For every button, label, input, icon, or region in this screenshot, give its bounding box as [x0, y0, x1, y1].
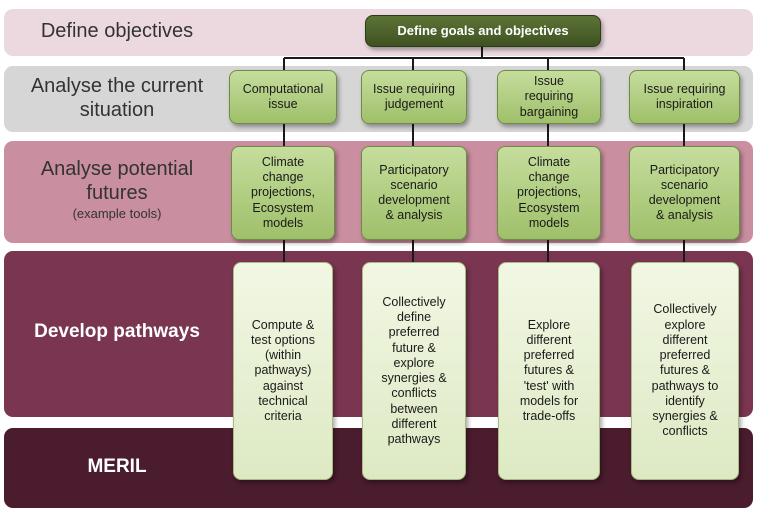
pathway-box-collectively-define: Collectively define preferred future & e… [362, 262, 466, 480]
box-line: future & [392, 340, 436, 355]
box-line: Ecosystem [518, 200, 580, 215]
row-label-develop-pathways: Develop pathways [34, 321, 200, 342]
box-line: futures & [659, 363, 711, 378]
tool-box-participatory-1: Participatory scenario development & ana… [361, 146, 467, 240]
box-line: Computational [242, 81, 324, 96]
row-label-analyse-futures: Analyse potential futures (example tools… [10, 157, 224, 222]
box-line: preferred [659, 348, 711, 363]
box-line: development [648, 193, 721, 207]
box-line: synergies & [381, 371, 447, 385]
box-line: trade-offs [522, 409, 576, 424]
box-line: preferred [388, 325, 440, 340]
row-label-meril: MERIL [87, 456, 147, 477]
box-line: test options [251, 332, 315, 347]
box-line: different [391, 416, 437, 431]
box-line: pathways) [254, 363, 312, 378]
box-line: pathways [387, 432, 441, 446]
box-line: judgement [384, 97, 444, 111]
box-line: conflicts [662, 424, 708, 439]
box-line: Collectively [382, 294, 446, 309]
box-line: 'test' with [523, 378, 575, 393]
box-line: criteria [264, 409, 302, 424]
box-line: different [662, 332, 708, 347]
box-line: explore [664, 317, 706, 332]
box-line: Collectively [653, 302, 717, 317]
box-line: explore [393, 355, 435, 370]
box-line: Participatory [379, 162, 449, 177]
issue-box-bargaining: Issue requiring bargaining [497, 70, 601, 124]
box-line: change [262, 170, 304, 185]
box-line: scenario [660, 177, 709, 192]
box-line: Ecosystem [252, 200, 314, 215]
box-line: & analysis [656, 208, 713, 223]
row-label-analyse-current: Analyse the current situation [10, 74, 224, 122]
box-line: requiring [524, 89, 574, 104]
define-goals-box: Define goals and objectives [365, 15, 601, 47]
box-line: Climate [527, 154, 571, 169]
box-line: issue [268, 97, 298, 111]
issue-box-computational: Computational issue [229, 70, 337, 124]
box-line: Climate [261, 154, 305, 169]
box-line: different [526, 332, 572, 347]
row-sublabel: (example tools) [72, 206, 162, 221]
box-line: models for [519, 393, 579, 408]
row-label-line: futures [86, 182, 148, 204]
box-line: Issue requiring [373, 81, 455, 96]
pathway-box-collectively-explore: Collectively explore different preferred… [631, 262, 739, 480]
pathway-box-compute-test: Compute & test options (within pathways)… [233, 262, 333, 480]
box-line: against [262, 378, 304, 393]
box-line: inspiration [656, 97, 713, 111]
box-line: development [378, 193, 450, 207]
tool-box-climate-models-2: Climate change projections, Ecosystem mo… [497, 146, 601, 240]
pathway-box-explore-test: Explore different preferred futures & 't… [498, 262, 600, 480]
row-label-line: situation [79, 99, 155, 121]
box-line: pathways to [651, 378, 719, 393]
box-line: identify [665, 393, 705, 408]
box-line: Explore [527, 317, 571, 332]
box-line: between [390, 401, 438, 416]
box-line: projections, [517, 185, 581, 200]
row-label-line: Analyse the current [30, 75, 204, 97]
row-label-line: Analyse potential [40, 158, 194, 180]
box-line: scenario [390, 177, 438, 192]
box-line: futures & [523, 363, 575, 378]
issue-box-judgement: Issue requiring judgement [361, 70, 467, 124]
tool-box-climate-models-1: Climate change projections, Ecosystem mo… [231, 146, 335, 240]
box-line: Compute & [251, 317, 315, 332]
box-line: projections, [251, 185, 315, 200]
row-label-define-objectives: Define objectives [40, 20, 194, 42]
box-line: synergies & [652, 409, 718, 424]
box-line: bargaining [519, 104, 579, 119]
box-line: Participatory [649, 162, 720, 177]
box-line: conflicts [391, 386, 437, 401]
box-line: preferred [523, 348, 575, 363]
box-line: change [528, 170, 570, 185]
box-line: Issue [534, 74, 564, 89]
box-line: models [262, 215, 304, 230]
box-line: models [528, 215, 570, 230]
box-line: technical [258, 393, 308, 408]
box-line: Issue requiring [643, 81, 726, 96]
box-line: (within [264, 348, 302, 363]
box-line: & analysis [385, 208, 443, 223]
box-line: define [396, 310, 432, 324]
issue-box-inspiration: Issue requiring inspiration [629, 70, 740, 124]
tool-box-participatory-2: Participatory scenario development & ana… [629, 146, 740, 240]
